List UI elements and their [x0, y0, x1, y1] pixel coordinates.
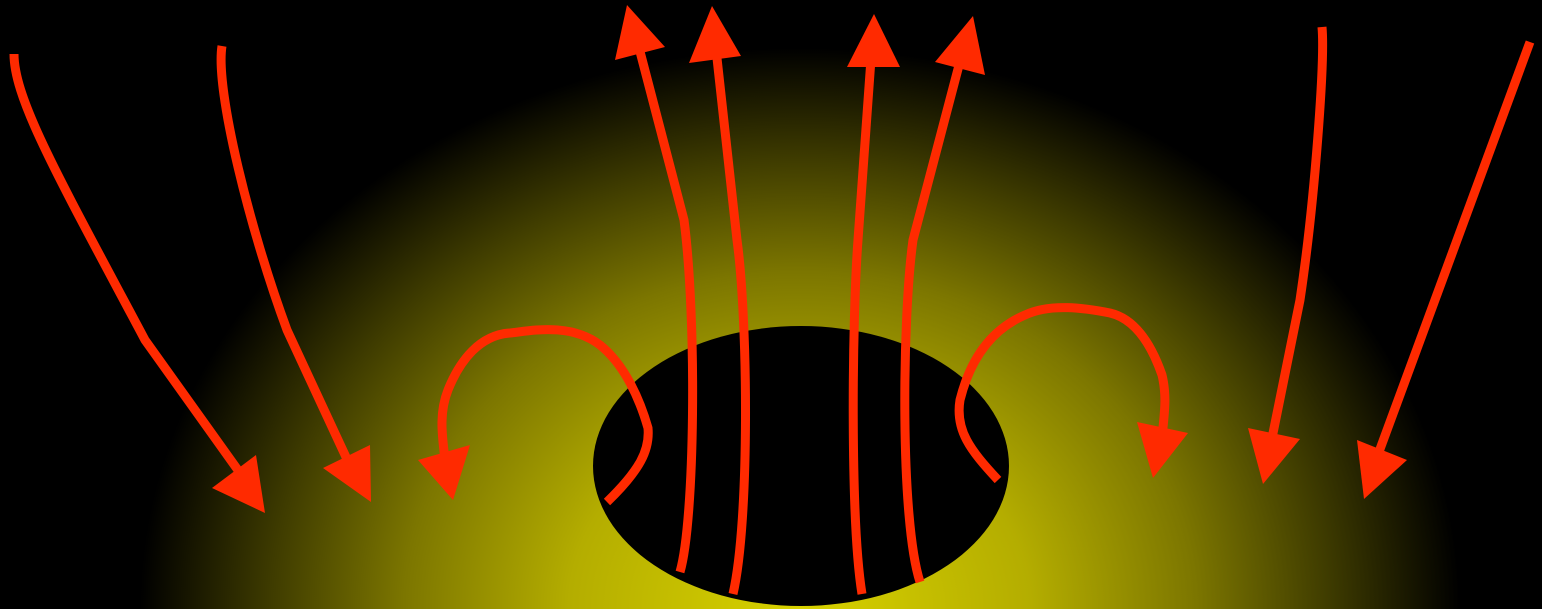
dark-hole-ellipse	[593, 326, 1009, 606]
